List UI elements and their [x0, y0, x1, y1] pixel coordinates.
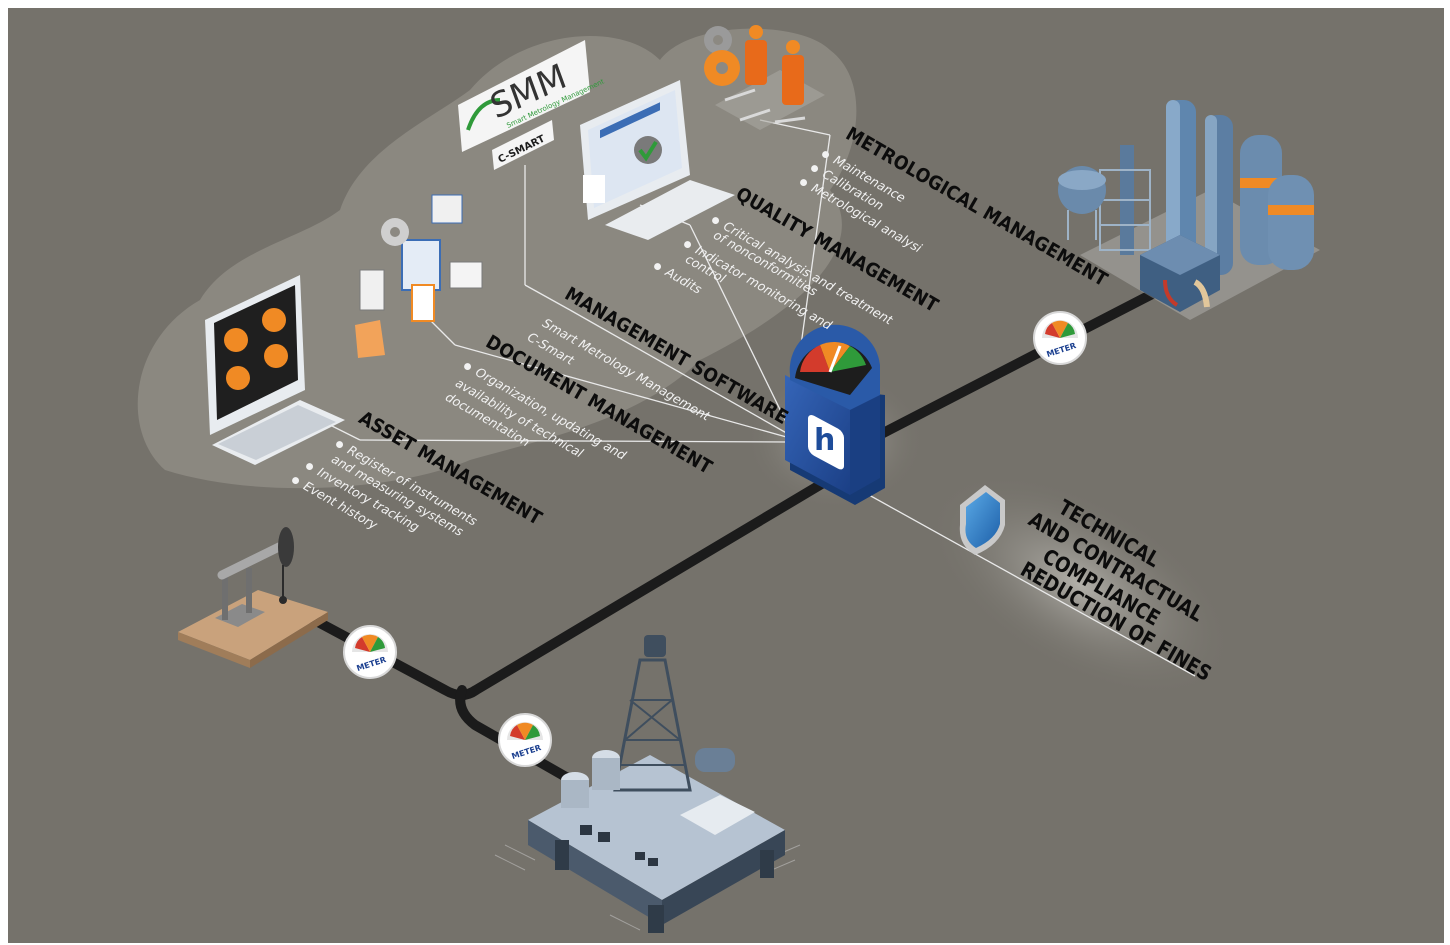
smm-logo	[458, 40, 590, 152]
metering-hub	[785, 324, 885, 505]
quality-monitor	[580, 80, 735, 240]
pump-jack-platform	[178, 527, 328, 668]
meter-icon-bottom	[498, 713, 552, 767]
csmart-logo	[492, 120, 554, 170]
maintenance-workers	[704, 25, 825, 130]
shield-icon	[959, 485, 1005, 555]
hub-letter: h	[814, 423, 835, 458]
meter-icon-right	[1033, 311, 1087, 365]
gauge-monitor	[205, 275, 345, 465]
document-icons	[355, 194, 483, 358]
offshore-platform	[494, 635, 801, 933]
pipeline-network	[300, 285, 1165, 790]
refinery-facility	[1058, 100, 1320, 320]
meter-icon-left	[343, 625, 397, 679]
